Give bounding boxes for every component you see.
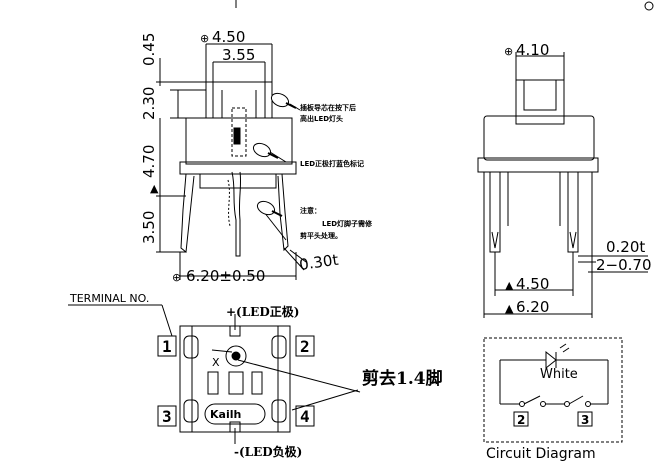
bottom-view xyxy=(68,304,361,444)
pointing-hand-icon xyxy=(270,92,297,109)
housing-foot xyxy=(199,173,277,189)
terminal-4-box xyxy=(295,405,315,427)
front-view xyxy=(156,43,307,280)
side-dim-pin-thickness: 0.20t xyxy=(606,238,645,256)
side-dim-pin-spacing: 4.50 xyxy=(516,275,549,293)
pad-1 xyxy=(183,335,199,359)
pad-4 xyxy=(271,399,287,423)
led-marker xyxy=(233,127,241,145)
dim-cap-height: 0.45 xyxy=(140,33,158,66)
side-dim-top-width: 4.10 xyxy=(516,41,549,59)
terminal-2: 2 xyxy=(300,337,310,356)
note-1-line-2: 高出LED灯头 xyxy=(300,114,343,123)
dim-upper-height: 2.30 xyxy=(140,87,158,120)
datum-symbol-icon: ⊕ xyxy=(200,32,209,45)
circuit-border xyxy=(483,337,623,443)
side-housing xyxy=(483,115,595,161)
side-stem xyxy=(515,79,565,125)
dim-inner-width: 3.55 xyxy=(222,46,255,64)
pointing-hand-icon xyxy=(252,142,279,159)
datum-symbol-icon: ▲ xyxy=(150,182,159,195)
pointing-hand-icon xyxy=(256,200,283,217)
datum-symbol-icon: ▲ xyxy=(505,302,514,315)
led-negative-label: -(LED负极) xyxy=(234,444,302,459)
stem-inner xyxy=(212,81,266,119)
center-led-lead xyxy=(231,171,242,257)
terminal-1-box xyxy=(157,335,177,357)
datum-symbol-icon: ▲ xyxy=(505,279,514,292)
dim-pin-length: 3.50 xyxy=(140,211,158,244)
cut-note: 剪去1.4脚 xyxy=(362,368,443,389)
circuit-caption: Circuit Diagram xyxy=(486,446,596,462)
circuit-terminal-2-box xyxy=(513,411,529,427)
side-pin-right xyxy=(567,171,579,253)
brand-oval xyxy=(204,403,266,425)
side-base xyxy=(477,157,599,173)
brand-label: Kailh xyxy=(210,408,241,421)
dim-body-height: 4.70 xyxy=(140,145,158,178)
terminal-2-box xyxy=(295,335,315,357)
note-3-line-2: LED灯脚子需修 xyxy=(322,219,373,228)
circuit-terminal-3: 3 xyxy=(581,413,589,427)
side-dim-pin-width: 2−0.70 xyxy=(596,256,652,274)
stem-outline xyxy=(205,81,273,119)
terminal-3: 3 xyxy=(162,407,172,426)
led-positive-label: +(LED正极) xyxy=(226,304,299,319)
corner-mark-icon xyxy=(644,1,654,11)
note-3-line-1: 注意： xyxy=(300,206,321,215)
circuit-diagram xyxy=(483,337,623,443)
terminal-1: 1 xyxy=(162,337,172,356)
housing-outline xyxy=(185,117,293,165)
datum-symbol-icon: ⊕ xyxy=(172,271,181,284)
circuit-terminal-2: 2 xyxy=(517,413,525,427)
circuit-led-color: White xyxy=(540,367,578,382)
side-dim-base-width: 6.20 xyxy=(516,298,549,316)
right-pin xyxy=(277,173,289,252)
pad-2 xyxy=(271,335,287,359)
side-view xyxy=(477,52,648,318)
led-diode-icon xyxy=(545,350,557,370)
note-2: LED正极打蓝色标记 xyxy=(300,159,364,168)
note-1-line-1: 插板导芯在按下后 xyxy=(300,103,356,112)
led-core xyxy=(231,107,247,157)
side-pin-left xyxy=(489,171,501,253)
datum-symbol-icon: ⊕ xyxy=(504,45,513,58)
x-mark: X xyxy=(212,356,220,369)
dim-pin-thickness: 0.30t xyxy=(298,251,340,274)
circuit-terminal-3-box xyxy=(577,411,593,427)
pad-3 xyxy=(183,399,199,423)
terminal-3-box xyxy=(157,405,177,427)
dim-top-width: 4.50 xyxy=(212,28,245,46)
terminal-label: TERMINAL NO. xyxy=(69,292,149,305)
terminal-4: 4 xyxy=(300,407,310,426)
left-pin xyxy=(180,173,195,253)
dim-base-width: 6.20±0.50 xyxy=(186,267,265,285)
note-3-line-3: 剪平头处理。 xyxy=(300,231,342,240)
